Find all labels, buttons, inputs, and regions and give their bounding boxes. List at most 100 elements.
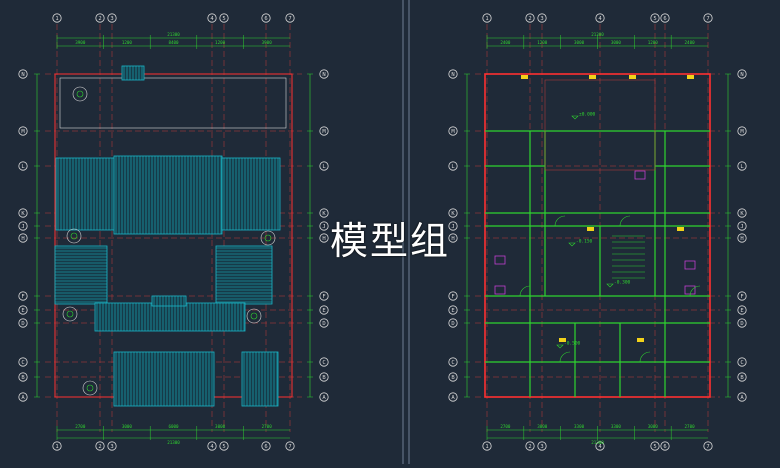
tree-symbol: [72, 86, 88, 102]
axis-bubble-label: F: [322, 294, 325, 300]
axis-bubble: [18, 392, 28, 402]
axis-bubble: [737, 233, 747, 243]
axis-bubble-label: 3: [540, 16, 543, 22]
dimension-text-total: 21300: [167, 440, 180, 445]
dimension-text-bottom: 3000: [215, 424, 226, 429]
furniture-symbol: [494, 255, 506, 265]
axis-bubble-label: 4: [210, 444, 214, 450]
tree-symbol: [250, 312, 258, 320]
axis-bubble: [261, 441, 271, 451]
column-marker: [521, 75, 528, 79]
column-marker: [637, 338, 644, 342]
axis-bubble-label: 6: [264, 16, 267, 22]
axis-bubble-label: E: [21, 308, 24, 314]
column-marker: [587, 227, 594, 231]
axis-bubble: [107, 13, 117, 23]
dimension-text-top: 2400: [500, 40, 511, 45]
axis-bubble: [319, 291, 329, 301]
axis-bubble: [650, 441, 660, 451]
column-marker: [589, 75, 596, 79]
axis-bubble-label: D: [322, 321, 325, 327]
axis-bubble: [537, 441, 547, 451]
axis-bubble: [737, 357, 747, 367]
axis-bubble-label: D: [740, 321, 743, 327]
dimension-text-total: 21300: [591, 32, 604, 37]
axis-bubble-label: E: [451, 308, 454, 314]
dimension-text-top: 1200: [215, 40, 226, 45]
axis-bubble: [737, 221, 747, 231]
axis-bubble: [319, 208, 329, 218]
axis-bubble-label: B: [322, 375, 326, 381]
axis-bubble-label: 5: [653, 444, 656, 450]
dimension-text-bottom: 6000: [168, 424, 179, 429]
tree-symbol: [264, 234, 272, 242]
axis-bubble-label: C: [322, 360, 325, 366]
dimension-text-bottom: 3000: [648, 424, 659, 429]
axis-bubble-label: 1: [485, 444, 488, 450]
axis-bubble-label: 6: [663, 16, 666, 22]
axis-bubble: [737, 69, 747, 79]
axis-bubble: [737, 291, 747, 301]
axis-bubble: [207, 441, 217, 451]
dimension-text-bottom: 3000: [122, 424, 133, 429]
axis-bubble: [319, 392, 329, 402]
axis-bubble-label: 5: [222, 444, 225, 450]
axis-bubble-label: K: [21, 211, 25, 217]
axis-bubble: [448, 161, 458, 171]
axis-bubble: [448, 305, 458, 315]
axis-bubble-label: H: [322, 236, 325, 242]
axis-bubble: [18, 357, 28, 367]
axis-bubble: [737, 126, 747, 136]
axis-bubble-label: E: [740, 308, 743, 314]
door-swing: [554, 215, 566, 227]
axis-bubble: [18, 305, 28, 315]
axis-bubble: [448, 126, 458, 136]
axis-bubble: [18, 372, 28, 382]
tree-symbol: [62, 306, 78, 322]
axis-bubble-label: 7: [706, 444, 709, 450]
axis-bubble-label: J: [21, 224, 24, 230]
door-swing: [639, 351, 651, 363]
axis-bubble-label: 1: [55, 444, 58, 450]
axis-bubble: [261, 13, 271, 23]
axis-bubble-label: 5: [222, 16, 225, 22]
axis-bubble: [595, 441, 605, 451]
axis-bubble-label: 3: [110, 444, 113, 450]
axis-bubble: [18, 233, 28, 243]
axis-bubble-label: E: [322, 308, 325, 314]
axis-bubble: [95, 13, 105, 23]
roof-slope-gate: [94, 302, 246, 332]
axis-bubble: [18, 161, 28, 171]
axis-bubble: [18, 126, 28, 136]
axis-bubble: [737, 318, 747, 328]
dimension-text-top: 2400: [685, 40, 696, 45]
axis-bubble-label: 2: [528, 16, 531, 22]
dimension-text-top: 1200: [648, 40, 659, 45]
axis-bubble-label: K: [322, 211, 326, 217]
axis-bubble: [319, 233, 329, 243]
level-mark-symbol: [556, 344, 564, 349]
tree-symbol: [66, 228, 82, 244]
axis-bubble-label: L: [322, 164, 326, 170]
dimension-text-top: 3900: [75, 40, 86, 45]
dimension-text-bottom: 3300: [574, 424, 585, 429]
axis-bubble-label: B: [21, 375, 25, 381]
axis-bubble-label: D: [21, 321, 24, 327]
tree-symbol: [260, 230, 276, 246]
axis-bubble: [737, 161, 747, 171]
axis-bubble-label: M: [740, 129, 744, 135]
column-marker: [559, 338, 566, 342]
tree-symbol: [82, 380, 98, 396]
axis-bubble-label: L: [451, 164, 455, 170]
axis-bubble: [219, 441, 229, 451]
axis-bubble-label: H: [21, 236, 24, 242]
door-swing: [619, 215, 631, 227]
axis-bubble-label: K: [740, 211, 744, 217]
axis-bubble-label: J: [451, 224, 454, 230]
dimension-text-top: 1200: [122, 40, 133, 45]
axis-bubble: [95, 441, 105, 451]
axis-bubble: [448, 291, 458, 301]
axis-bubble: [448, 221, 458, 231]
building-outline: [484, 73, 711, 398]
